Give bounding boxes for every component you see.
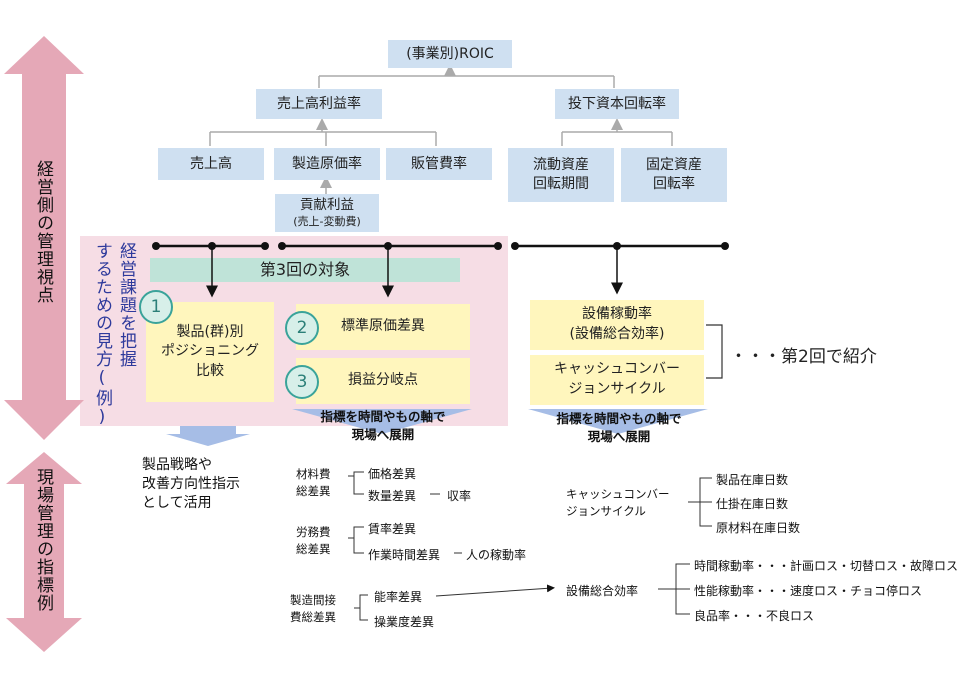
material-variance: 材料費 総差異: [296, 467, 331, 498]
ccc-label: キャッシュコンバー ジョンサイクル: [566, 487, 670, 518]
mfg-cost-ratio-box: 製造原価率: [274, 148, 380, 180]
management-view-arrow: [4, 36, 84, 440]
oee-label: 設備総合効率: [566, 584, 639, 598]
item1-number: 1: [139, 290, 173, 324]
sales-margin-box: 売上高利益率: [256, 89, 382, 119]
current-asset-box: 流動資産 回転期間: [508, 148, 614, 202]
material-price-variance: 価格差異: [368, 467, 417, 481]
standard-cost-variance-box: 標準原価差異: [296, 304, 470, 350]
labor-rate-variance: 賃率差異: [368, 522, 417, 536]
positioning-box: 製品(群)別 ポジショニング 比較: [146, 302, 274, 402]
material-inventory-days: 原材料在庫日数: [716, 521, 801, 535]
contribution-sub: (売上-変動費): [293, 214, 361, 228]
strategy-arrow: [166, 426, 250, 446]
operation-variance: 操業度差異: [374, 615, 435, 629]
round2-note: ・・・第2回で紹介: [730, 347, 877, 367]
expand-arrow-right: [528, 409, 708, 434]
fixed-asset-box: 固定資産 回転率: [621, 148, 727, 202]
expand-arrow-left: [292, 409, 472, 434]
field-indicators-arrow: [6, 452, 82, 652]
breakeven-box: 損益分岐点: [296, 358, 470, 404]
capital-turnover-box: 投下資本回転率: [555, 89, 679, 119]
labor-time-variance: 作業時間差異: [368, 548, 441, 562]
roic-box: (事業別)ROIC: [388, 40, 512, 68]
yield-label: 収率: [447, 489, 472, 503]
management-view-label: 経営側の管理視点: [33, 160, 53, 304]
contribution-label: 貢献利益: [300, 197, 354, 214]
sales-box: 売上高: [158, 148, 264, 180]
overhead-variance: 製造間接 費総差異: [290, 593, 336, 624]
ccc-box: キャッシュコンバー ジョンサイクル: [530, 355, 704, 405]
expand-note-left: 指標を時間やもの軸で 現場へ展開: [320, 409, 446, 443]
time-operation-rate: 時間稼動率・・・計画ロス・切替ロス・故障ロス: [694, 559, 959, 573]
expand-note-right: 指標を時間やもの軸で 現場へ展開: [556, 411, 682, 445]
material-qty-variance: 数量差異: [368, 489, 417, 503]
sga-ratio-box: 販管費率: [386, 148, 492, 180]
banner-bar: [150, 258, 460, 282]
item3-number: 3: [285, 365, 319, 399]
product-inventory-days: 製品在庫日数: [716, 473, 789, 487]
item2-number: 2: [285, 311, 319, 345]
strategy-note: 製品戦略や 改善方向性指示 として活用: [142, 457, 240, 511]
issues-label-col2: するための見方(例): [92, 242, 112, 428]
quality-rate: 良品率・・・不良ロス: [694, 609, 815, 623]
equipment-rate-box: 設備稼動率 (設備総合効率): [530, 300, 704, 350]
performance-rate: 性能稼動率・・・速度ロス・チョコ停ロス: [694, 584, 923, 598]
banner-text: 第3回の対象: [259, 260, 351, 279]
efficiency-variance: 能率差異: [374, 590, 423, 604]
field-indicators-label: 現場管理の指標例: [33, 468, 53, 612]
labor-variance: 労務費 総差異: [296, 525, 331, 556]
issues-label-col1: 経営課題を把握: [116, 242, 136, 368]
contribution-box: 貢献利益 (売上-変動費): [275, 194, 379, 232]
labor-util-label: 人の稼動率: [466, 548, 527, 562]
wip-inventory-days: 仕掛在庫日数: [716, 497, 789, 511]
